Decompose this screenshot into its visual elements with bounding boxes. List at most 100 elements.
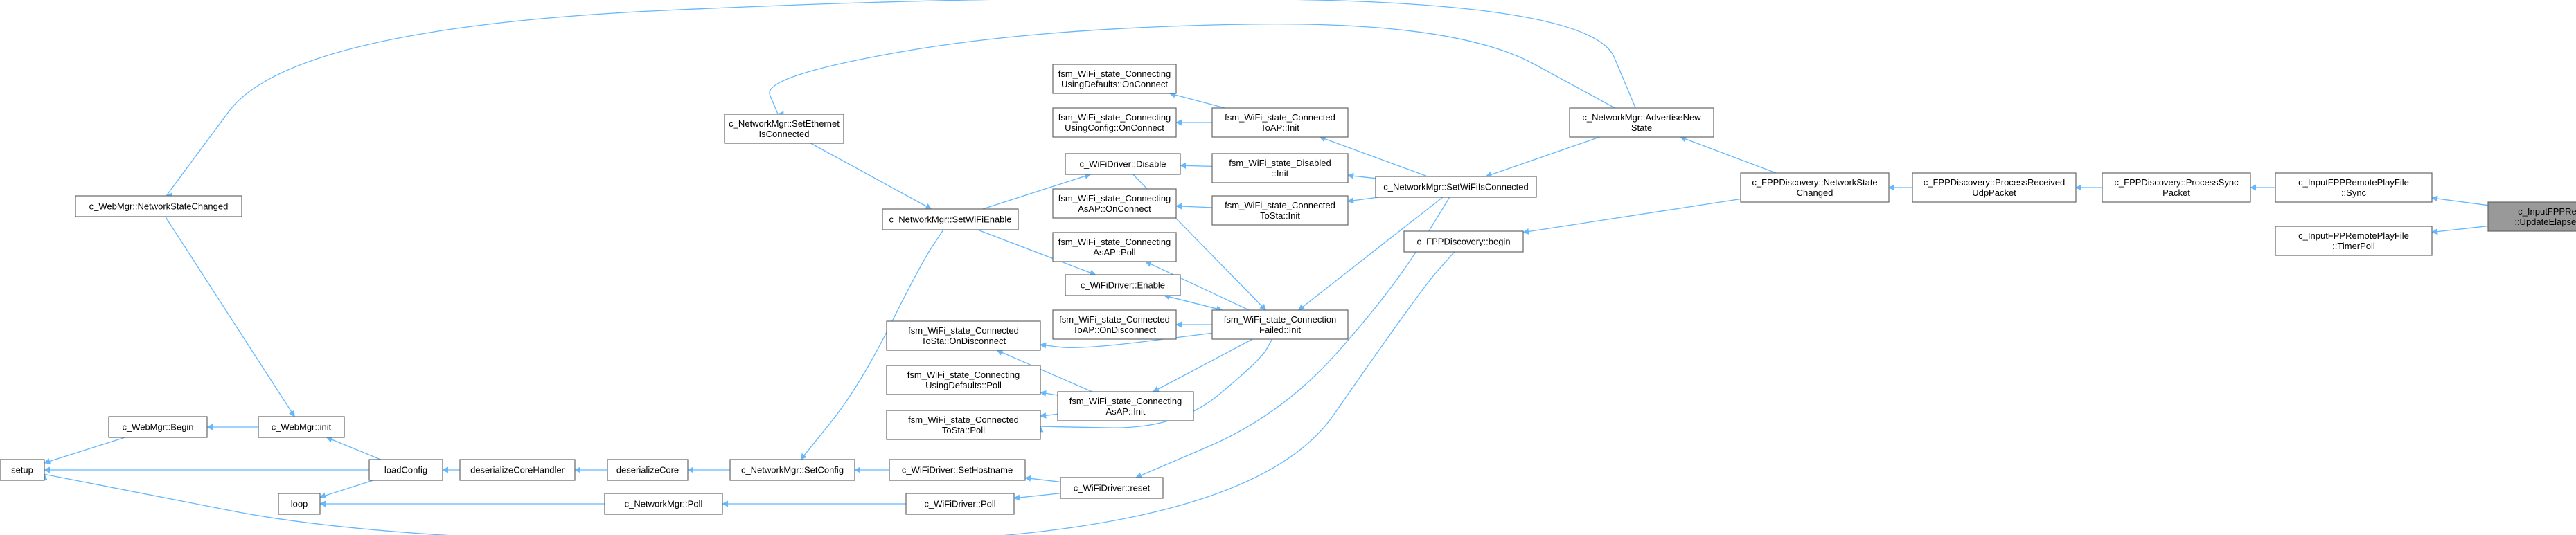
edges-layer	[44, 0, 2489, 535]
edge-connstainit-to-setwifi	[1347, 197, 1379, 204]
node-netpoll[interactable]: c_NetworkMgr::Poll	[604, 493, 723, 515]
node-box	[889, 459, 1026, 481]
node-label-line: c_NetworkMgr::SetConfig	[741, 465, 844, 475]
node-label-line: c_FPPDiscovery::begin	[1416, 237, 1510, 247]
node-box	[1065, 274, 1181, 296]
node-label-line: fsm_WiFi_state_Connecting	[1058, 112, 1171, 123]
node-box	[1211, 107, 1349, 138]
node-webbegin[interactable]: c_WebMgr::Begin	[108, 416, 208, 438]
node-staondisc[interactable]: fsm_WiFi_state_ConnectedToSta::OnDisconn…	[886, 320, 1041, 351]
node-setconfig[interactable]: c_NetworkMgr::SetConfig	[729, 459, 855, 481]
edge-line	[1135, 197, 1450, 478]
node-setwifi[interactable]: c_NetworkMgr::SetWiFiIsConnected	[1375, 176, 1537, 198]
node-wifidisable[interactable]: c_WiFiDriver::Disable	[1065, 153, 1181, 175]
node-defonconnect[interactable]: fsm_WiFi_state_ConnectingUsingDefaults::…	[1052, 64, 1177, 94]
node-box	[1052, 107, 1177, 138]
node-box	[1060, 477, 1164, 499]
edge-line	[1040, 390, 1058, 397]
node-box	[1052, 232, 1177, 262]
edge-line	[1319, 136, 1428, 177]
edge-webinit-to-loadconfig	[326, 436, 381, 460]
node-label-line: c_WiFiDriver::Enable	[1081, 280, 1165, 291]
node-box	[1057, 391, 1194, 421]
node-deserhandler[interactable]: deserializeCoreHandler	[459, 459, 576, 481]
node-timerpoll[interactable]: c_InputFPPRemotePlayFile::TimerPoll	[2275, 226, 2433, 256]
edge-line	[1175, 203, 1213, 210]
node-setup[interactable]: setup	[0, 459, 45, 481]
node-label-line: setup	[11, 465, 33, 475]
edge-staondisc-to-connfailinit	[1040, 332, 1213, 349]
node-sethostname[interactable]: c_WiFiDriver::SetHostname	[889, 459, 1026, 481]
node-disabledinit[interactable]: fsm_WiFi_state_Disabled::Init	[1211, 153, 1349, 183]
node-box	[1740, 172, 1890, 203]
edge-connapinit-to-setwifi	[1319, 136, 1428, 177]
node-box	[2275, 172, 2433, 203]
edge-line	[769, 24, 1615, 115]
node-box	[1052, 309, 1177, 340]
edge-sethostname-to-wifireset	[1024, 475, 1061, 483]
node-main[interactable]: c_InputFPPRemotePlayFile::UpdateElapsedP…	[2487, 201, 2576, 232]
edge-line	[1180, 162, 1213, 169]
node-defpoll[interactable]: fsm_WiFi_state_ConnectingUsingDefaults::…	[886, 365, 1041, 395]
node-label-line: Changed	[1797, 188, 1833, 198]
node-label-line: fsm_WiFi_state_Connected	[1059, 314, 1170, 325]
node-loadconfig[interactable]: loadConfig	[368, 459, 443, 481]
node-desercore[interactable]: deserializeCore	[607, 459, 689, 481]
edge-line	[977, 229, 1096, 276]
node-label-line: ToAP::Init	[1261, 123, 1299, 133]
node-label-line: ::Init	[1272, 168, 1289, 179]
node-box	[604, 493, 723, 515]
edge-asaponconnect-to-connstainit	[1175, 203, 1213, 210]
node-label-line: ToAP::OnDisconnect	[1073, 325, 1156, 335]
node-setwifienable[interactable]: c_NetworkMgr::SetWiFiEnable	[882, 208, 1019, 230]
node-wifienable[interactable]: c_WiFiDriver::Enable	[1065, 274, 1181, 296]
node-wifireset[interactable]: c_WiFiDriver::reset	[1060, 477, 1164, 499]
node-netchanged[interactable]: c_FPPDiscovery::NetworkStateChanged	[1740, 172, 1890, 203]
node-box	[1375, 176, 1537, 198]
node-label-line: fsm_WiFi_state_Connected	[1225, 112, 1335, 123]
edge-line	[996, 350, 1093, 392]
node-label-line: fsm_WiFi_state_Connecting	[1058, 69, 1171, 79]
edge-line	[1144, 261, 1250, 311]
edge-line	[2431, 225, 2489, 235]
node-sync[interactable]: c_InputFPPRemotePlayFile::Sync	[2275, 172, 2433, 203]
node-box	[882, 208, 1019, 230]
node-webinit[interactable]: c_WebMgr::init	[258, 416, 345, 438]
node-box	[459, 459, 576, 481]
node-apondisc[interactable]: fsm_WiFi_state_ConnectedToAP::OnDisconne…	[1052, 309, 1177, 340]
nodes-layer: c_InputFPPRemotePlayFile::UpdateElapsedP…	[0, 64, 2576, 515]
edge-line	[1040, 332, 1213, 349]
node-box	[2102, 172, 2251, 203]
node-cfgonconnect[interactable]: fsm_WiFi_state_ConnectingUsingConfig::On…	[1052, 107, 1177, 138]
edge-line	[1298, 197, 1444, 311]
node-label-line: UsingConfig::OnConnect	[1065, 123, 1164, 133]
node-label-line: State	[1631, 123, 1652, 133]
node-label-line: c_NetworkMgr::AdvertiseNew	[1582, 112, 1701, 123]
node-box	[368, 459, 443, 481]
node-label-line: deserializeCoreHandler	[470, 465, 565, 475]
node-fppbegin[interactable]: c_FPPDiscovery::begin	[1403, 230, 1524, 253]
edge-wifienable-to-setwifienable	[977, 229, 1096, 276]
edge-line	[810, 143, 932, 210]
node-wifipoll[interactable]: c_WiFiDriver::Poll	[905, 493, 1015, 515]
node-box	[1052, 64, 1177, 94]
edge-asappoll-to-connfailinit	[1144, 261, 1250, 311]
node-box	[1403, 230, 1524, 253]
edge-webnetchanged-to-advertise	[166, 0, 1636, 197]
node-webnetchanged[interactable]: c_WebMgr::NetworkStateChanged	[75, 195, 242, 217]
node-loop[interactable]: loop	[278, 493, 321, 515]
node-box	[886, 410, 1041, 440]
edge-line	[1040, 412, 1058, 419]
